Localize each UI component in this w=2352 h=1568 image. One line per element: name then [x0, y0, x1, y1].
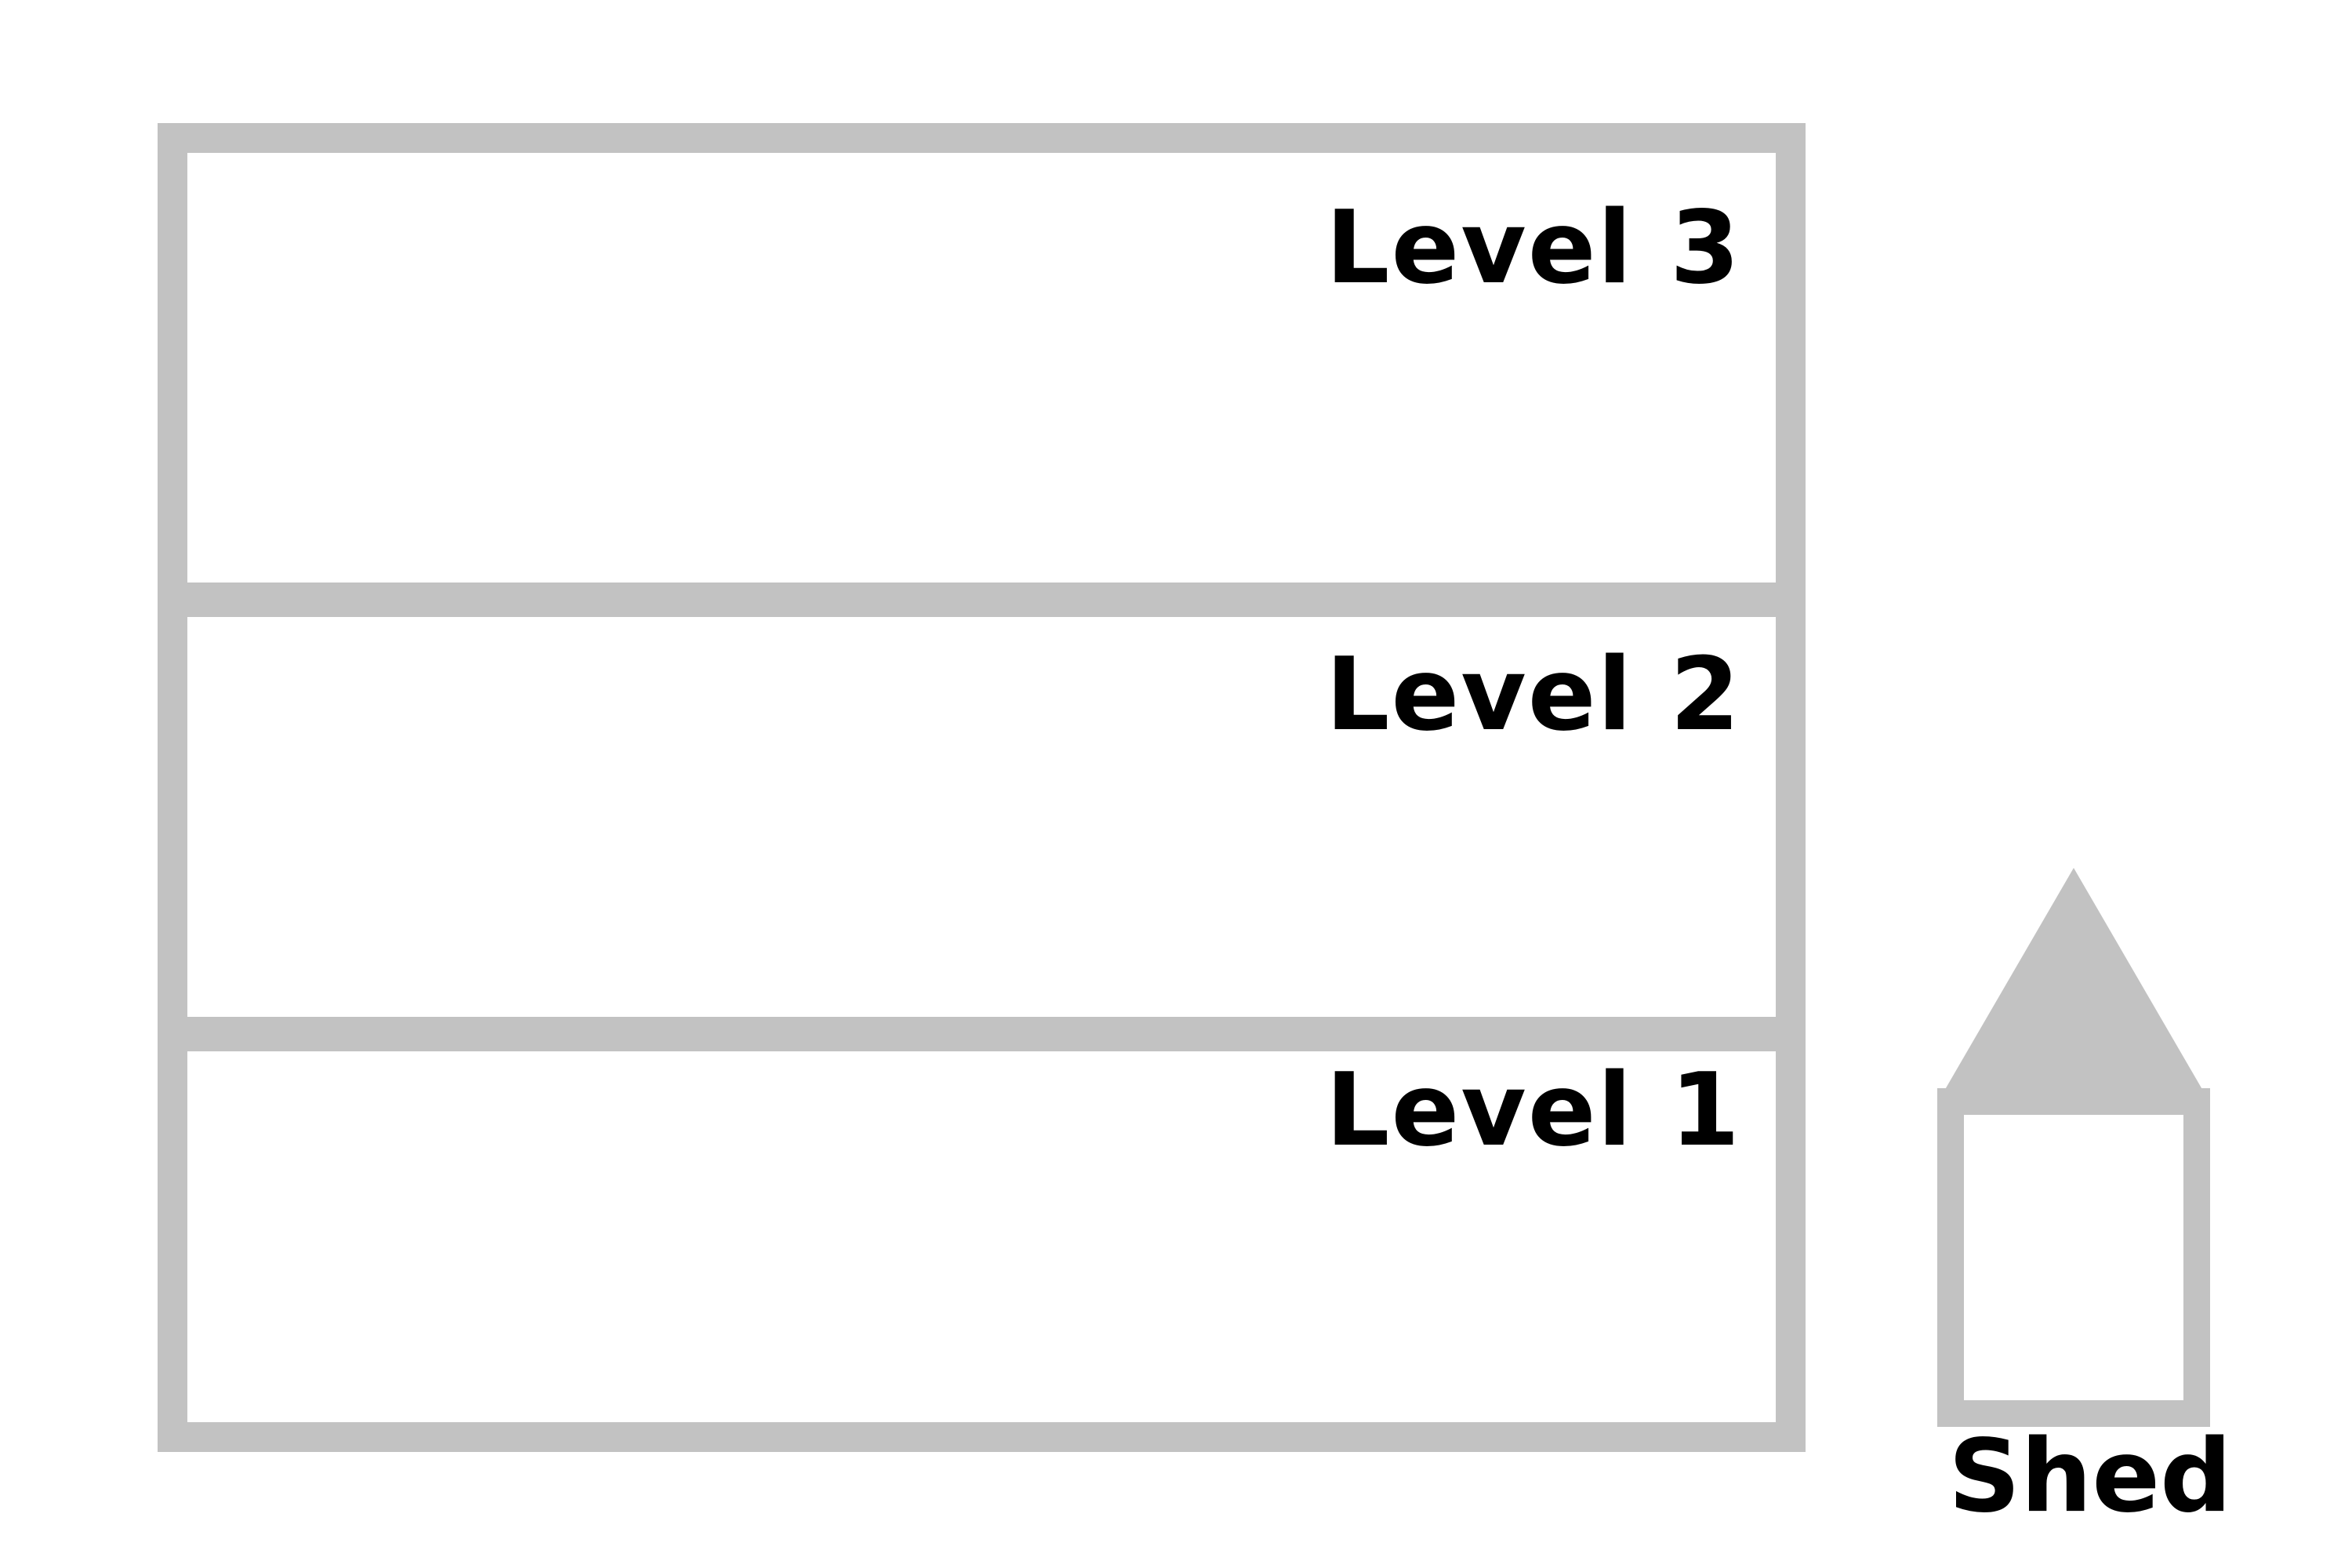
shed-label: Shed — [1948, 1418, 2232, 1535]
shed-body — [1937, 1088, 2210, 1427]
level-3-label: Level 3 — [1325, 190, 1741, 307]
building-outline: Level 3 Level 2 Level 1 — [158, 123, 1806, 1452]
floor-divider-lower — [158, 1017, 1806, 1051]
floor-divider-upper — [158, 583, 1806, 617]
shed-roof — [1938, 868, 2209, 1102]
level-1-label: Level 1 — [1325, 1052, 1741, 1169]
shed-icon — [1937, 868, 2210, 1427]
level-2-label: Level 2 — [1325, 637, 1741, 753]
